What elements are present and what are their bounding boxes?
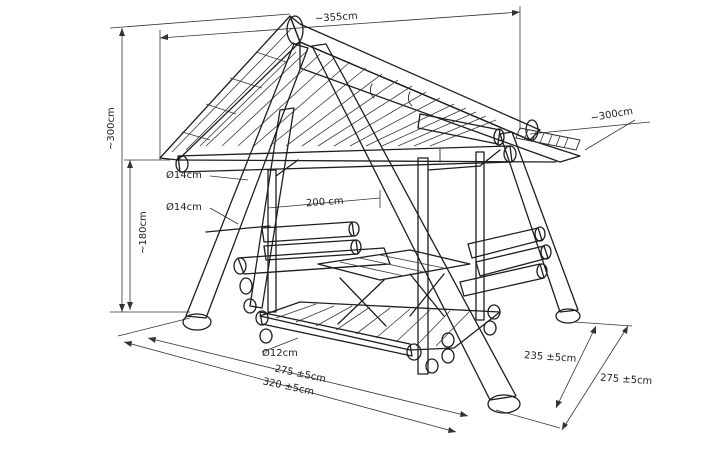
floor-log-diameter-label: Ø12cm: [262, 347, 298, 359]
post-diameter-label-1: Ø14cm: [166, 169, 202, 181]
dimension-arrows: [119, 10, 628, 433]
bench-width-label: 200 cm: [306, 196, 344, 210]
right-bench: [459, 226, 552, 297]
post-diameter-label-2: Ø14cm: [166, 201, 202, 213]
depth-outer-label: 275 ±5cm: [600, 373, 653, 388]
floor-platform: [243, 298, 501, 374]
roof-boards: [205, 49, 497, 147]
a-frame-legs: [182, 43, 581, 414]
seat-height-label: ~180cm: [138, 211, 149, 254]
depth-inner-label: 235 ±5cm: [524, 350, 577, 365]
roof-length-label: ~300cm: [590, 106, 634, 124]
roof-width-label: ~355cm: [315, 11, 358, 25]
left-bench: [233, 221, 391, 295]
swing-posts: [267, 151, 485, 375]
top-beam: [175, 83, 517, 173]
dimension-lines: [109, 6, 651, 433]
braces: [205, 149, 501, 233]
roof: [159, 15, 581, 163]
total-height-label: ~300cm: [106, 107, 117, 150]
